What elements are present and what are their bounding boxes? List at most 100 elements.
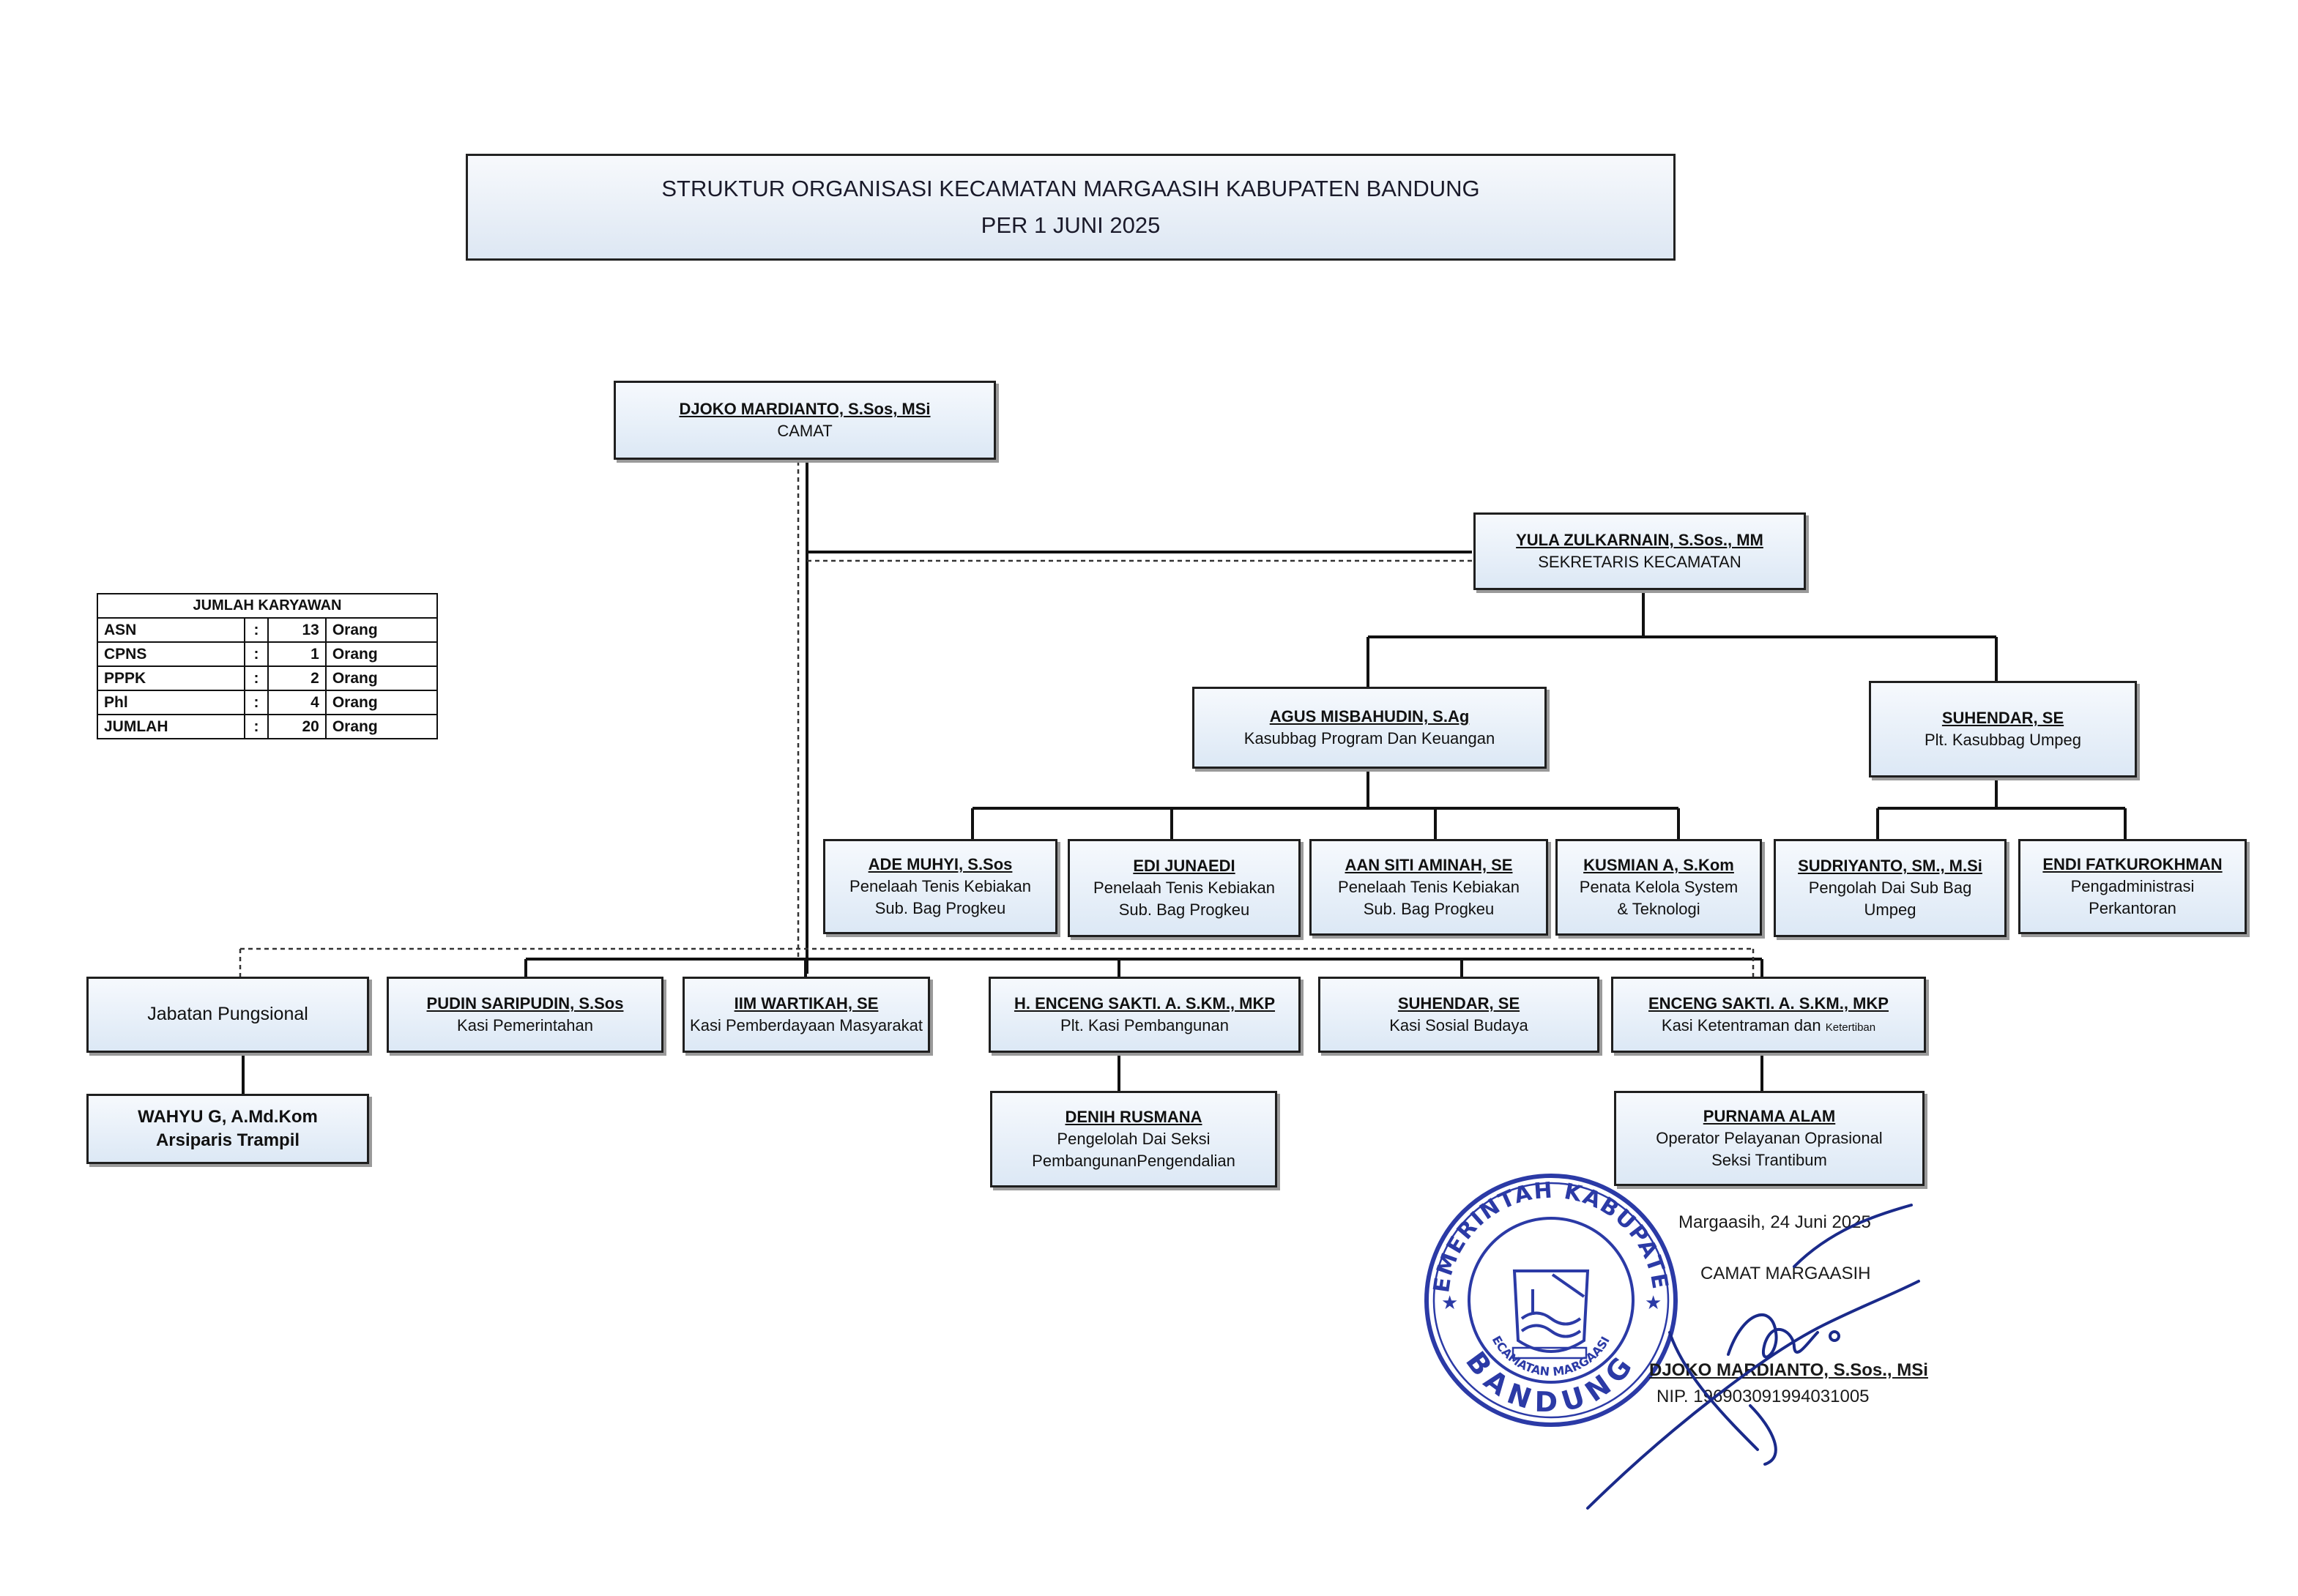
node-name: SUDRIYANTO, SM., M.Si [1798, 857, 1982, 876]
title-line-1: STRUKTUR ORGANISASI KECAMATAN MARGAASIH … [661, 176, 1480, 202]
node-role: Penelaah Tenis Kebiakan [1093, 879, 1275, 898]
node-role: Kasi Sosial Budaya [1389, 1016, 1528, 1034]
node-purnama-alam: PURNAMA ALAM Operator Pelayanan Oprasion… [1614, 1091, 1925, 1186]
node-role: Kasi Pemberdayaan Masyarakat [690, 1016, 923, 1034]
signature-nip: NIP. 196903091994031005 [1656, 1387, 1870, 1406]
table-row: JUMLAH : 20 Orang [96, 714, 439, 739]
signature-name: DJOKO MARDIANTO, S.Sos., MSi [1649, 1360, 1928, 1380]
node-role: SEKRETARIS KECAMATAN [1538, 553, 1741, 571]
node-role: Penelaah Tenis Kebiakan [849, 877, 1031, 896]
node-denih-rusmana: DENIH RUSMANA Pengelolah Dai Seksi Pemba… [990, 1091, 1277, 1187]
node-name: ENCENG SAKTI. A. S.KM., MKP [1648, 994, 1889, 1013]
node-name: ENDI FATKUROKHMAN [2042, 855, 2223, 874]
row-label: CPNS [96, 641, 246, 667]
node-name: EDI JUNAEDI [1133, 857, 1235, 876]
row-label: ASN [96, 617, 246, 643]
row-sep: : [244, 714, 269, 739]
node-role: Pengelolah Dai Seksi [1057, 1130, 1211, 1149]
node-role: Kasubbag Program Dan Keuangan [1243, 729, 1495, 747]
row-unit: Orang [324, 690, 439, 715]
node-name: IIM WARTIKAH, SE [734, 994, 879, 1013]
node-role: CAMAT [777, 422, 833, 440]
node-name: ADE MUHYI, S.Sos [868, 855, 1013, 874]
node-role-small: Ketertiban [1825, 1021, 1876, 1034]
row-count: 1 [267, 641, 327, 667]
handwritten-signature [1586, 1204, 1920, 1510]
signature-place-date: Margaasih, 24 Juni 2025 [1678, 1212, 1871, 1232]
node-role: Operator Pelayanan Oprasional [1656, 1129, 1883, 1148]
node-iim-wartikah: IIM WARTIKAH, SE Kasi Pemberdayaan Masya… [683, 977, 930, 1053]
node-role-2: Sub. Bag Progkeu [1118, 900, 1250, 919]
node-name: SUHENDAR, SE [1941, 709, 2064, 728]
row-unit: Orang [324, 714, 439, 739]
node-name: DJOKO MARDIANTO, S.Sos, MSi [679, 400, 931, 419]
node-role-2: Seksi Trantibum [1711, 1150, 1827, 1169]
node-enceng-pembangunan: H. ENCENG SAKTI. A. S.KM., MKP Plt. Kasi… [989, 977, 1301, 1053]
node-role-text: Kasi Ketentraman dan [1661, 1016, 1821, 1034]
node-jabatan-fungsional: Jabatan Pungsional [86, 977, 369, 1053]
row-unit: Orang [324, 641, 439, 667]
row-unit: Orang [324, 665, 439, 691]
node-aan-siti-aminah: AAN SITI AMINAH, SE Penelaah Tenis Kebia… [1309, 839, 1548, 936]
node-sekretaris: YULA ZULKARNAIN, S.Sos., MM SEKRETARIS K… [1473, 512, 1806, 590]
node-ade-muhyi: ADE MUHYI, S.Sos Penelaah Tenis Kebiakan… [823, 839, 1057, 934]
node-kusmian: KUSMIAN A, S.Kom Penata Kelola System & … [1555, 839, 1762, 936]
employee-count-table: JUMLAH KARYAWAN ASN : 13 Orang CPNS : 1 … [96, 593, 439, 739]
node-name: YULA ZULKARNAIN, S.Sos., MM [1516, 531, 1763, 550]
node-role: Plt. Kasubbag Umpeg [1924, 731, 2082, 749]
signature-position: CAMAT MARGAASIH [1700, 1264, 1871, 1283]
row-sep: : [244, 665, 269, 691]
svg-text:★: ★ [1441, 1291, 1458, 1313]
node-name: PURNAMA ALAM [1703, 1107, 1836, 1126]
node-role-2: & Teknologi [1617, 899, 1700, 918]
node-edi-junaedi: EDI JUNAEDI Penelaah Tenis Kebiakan Sub.… [1068, 839, 1301, 937]
node-role-2: Perkantoran [2089, 898, 2176, 917]
row-sep: : [244, 617, 269, 643]
row-label: PPPK [96, 665, 246, 691]
row-label: JUMLAH [96, 714, 246, 739]
table-row: ASN : 13 Orang [96, 617, 439, 643]
node-enceng-trantib: ENCENG SAKTI. A. S.KM., MKP Kasi Ketentr… [1611, 977, 1926, 1053]
row-unit: Orang [324, 617, 439, 643]
node-name: PUDIN SARIPUDIN, S.Sos [426, 994, 624, 1013]
table-row: CPNS : 1 Orang [96, 641, 439, 667]
svg-text:★: ★ [1645, 1291, 1662, 1313]
chart-title: STRUKTUR ORGANISASI KECAMATAN MARGAASIH … [466, 154, 1676, 261]
node-role: Plt. Kasi Pembangunan [1060, 1016, 1229, 1034]
node-name: DENIH RUSMANA [1065, 1108, 1202, 1127]
node-endi-fatkurokhman: ENDI FATKUROKHMAN Pengadministrasi Perka… [2018, 839, 2247, 934]
node-name: SUHENDAR, SE [1397, 994, 1520, 1013]
node-role-2: Umpeg [1864, 900, 1916, 919]
node-name: WAHYU G, A.Md.Kom [138, 1106, 318, 1127]
row-sep: : [244, 690, 269, 715]
employee-table-header: JUMLAH KARYAWAN [97, 593, 438, 619]
node-name: AGUS MISBAHUDIN, S.Ag [1269, 707, 1470, 726]
node-role: Arsiparis Trampil [155, 1130, 300, 1150]
node-suhendar-sosbud: SUHENDAR, SE Kasi Sosial Budaya [1318, 977, 1599, 1053]
row-count: 20 [267, 714, 327, 739]
node-role: Penelaah Tenis Kebiakan [1338, 878, 1520, 897]
node-sudriyanto: SUDRIYANTO, SM., M.Si Pengolah Dai Sub B… [1774, 839, 2007, 937]
official-stamp: PEMERINTAH KABUPATEN KECAMATAN MARGAASIH… [1419, 1168, 1678, 1427]
node-name: KUSMIAN A, S.Kom [1583, 856, 1734, 875]
node-pudin-saripudin: PUDIN SARIPUDIN, S.Sos Kasi Pemerintahan [387, 977, 663, 1053]
row-count: 2 [267, 665, 327, 691]
table-row: Phl : 4 Orang [96, 690, 439, 715]
table-row: PPPK : 2 Orang [96, 665, 439, 691]
node-role-2: Sub. Bag Progkeu [874, 898, 1006, 917]
node-role: Jabatan Pungsional [147, 1004, 308, 1025]
node-name: AAN SITI AMINAH, SE [1345, 856, 1513, 875]
node-kasubbag-program: AGUS MISBAHUDIN, S.Ag Kasubbag Program D… [1192, 687, 1547, 769]
node-wahyu: WAHYU G, A.Md.Kom Arsiparis Trampil [86, 1094, 369, 1164]
row-count: 13 [267, 617, 327, 643]
node-role: Penata Kelola System [1579, 878, 1739, 897]
row-count: 4 [267, 690, 327, 715]
title-line-2: PER 1 JUNI 2025 [981, 212, 1161, 238]
node-role: Kasi Pemerintahan [457, 1016, 593, 1034]
node-name: H. ENCENG SAKTI. A. S.KM., MKP [1014, 994, 1276, 1013]
node-role: Kasi Ketentraman dan Ketertiban [1662, 1015, 1875, 1037]
row-label: Phl [96, 690, 246, 715]
node-camat: DJOKO MARDIANTO, S.Sos, MSi CAMAT [614, 381, 996, 460]
